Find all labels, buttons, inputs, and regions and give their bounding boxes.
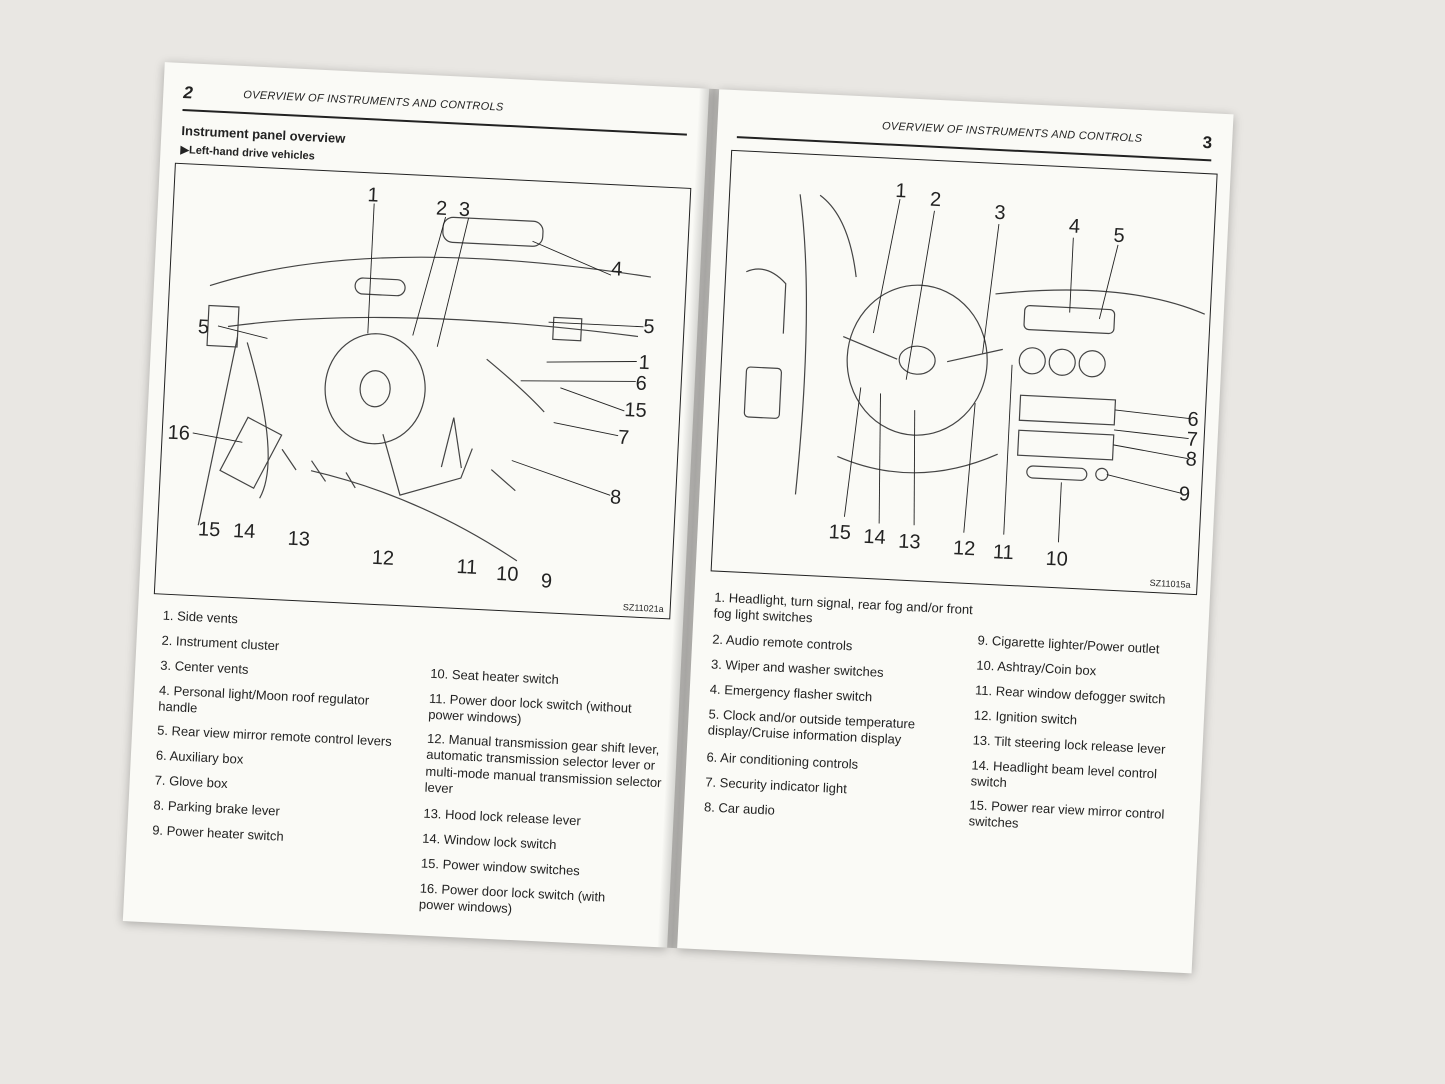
- caption-item: 4. Emergency flasher switch: [709, 681, 873, 705]
- caption-item: 2. Audio remote controls: [711, 631, 853, 654]
- diagram-lines-right: 1 2 3 4 5 6 7 8 9 15 14 13 12 11 10: [743, 180, 1205, 571]
- callout-1: 1: [367, 184, 379, 207]
- caption-item: 13. Hood lock release lever: [423, 805, 582, 829]
- callout-r14: 14: [863, 526, 886, 549]
- callout-6: 6: [635, 372, 647, 395]
- callout-r6: 6: [1187, 408, 1199, 431]
- callout-r10: 10: [1045, 548, 1068, 571]
- callout-r1: 1: [895, 180, 907, 203]
- callout-r13: 13: [898, 530, 921, 553]
- figure-reference-right: SZ11015a: [1149, 577, 1191, 590]
- callout-15b: 15: [198, 518, 221, 541]
- callout-r4: 4: [1068, 215, 1080, 238]
- instrument-panel-diagram-left: 1 2 3 4 5 5 1 6 15 7 8 16 15 14 13 12 11: [153, 162, 692, 620]
- callout-5: 5: [197, 316, 209, 339]
- callout-r12: 12: [952, 537, 975, 560]
- caption-item: 11. Rear window defogger switch: [974, 682, 1166, 707]
- caption-item: 7. Security indicator light: [704, 774, 848, 797]
- caption-item: 6. Air conditioning controls: [706, 749, 859, 772]
- running-head-title-left: OVERVIEW OF INSTRUMENTS AND CONTROLS: [243, 88, 504, 114]
- callout-r8: 8: [1185, 448, 1197, 471]
- callout-1b: 1: [638, 352, 650, 375]
- callout-16: 16: [167, 422, 190, 445]
- caption-item: 8. Parking brake lever: [153, 797, 281, 819]
- callout-r3: 3: [994, 202, 1006, 225]
- callout-r2: 2: [929, 189, 941, 212]
- diagram-lines-left: 1 2 3 4 5 5 1 6 15 7 8 16 15 14 13 12 11: [167, 184, 655, 593]
- callout-13: 13: [287, 528, 310, 551]
- section-subtitle: ▶Left-hand drive vehicles: [180, 143, 316, 163]
- caption-item: 3. Center vents: [159, 657, 249, 677]
- callout-12: 12: [371, 547, 394, 570]
- caption-item: 11. Power door lock switch (without powe…: [427, 690, 632, 727]
- caption-list-right-1: 1. Headlight, turn signal, rear fog and/…: [704, 590, 985, 818]
- caption-item: 16. Power door lock switch (with power w…: [418, 880, 606, 917]
- figure-reference-left: SZ11021a: [622, 602, 664, 615]
- caption-item: 8. Car audio: [703, 799, 776, 818]
- caption-item: 7. Glove box: [154, 772, 229, 792]
- caption-item: 14. Headlight beam level control switch: [970, 757, 1158, 791]
- caption-item: 14. Window lock switch: [421, 830, 557, 853]
- callout-5b: 5: [643, 316, 655, 339]
- callout-15: 15: [624, 399, 647, 422]
- callout-r9: 9: [1178, 483, 1190, 506]
- caption-item: 10. Ashtray/Coin box: [975, 657, 1097, 679]
- right-page: OVERVIEW OF INSTRUMENTS AND CONTROLS 3: [677, 89, 1234, 974]
- callout-r7: 7: [1186, 428, 1198, 451]
- callout-r11: 11: [992, 541, 1014, 564]
- caption-item: 13. Tilt steering lock release lever: [972, 732, 1166, 757]
- callout-11: 11: [456, 556, 478, 579]
- caption-item: 9. Cigarette lighter/Power outlet: [977, 632, 1160, 657]
- open-manual: 2 OVERVIEW OF INSTRUMENTS AND CONTROLS I…: [0, 55, 1234, 974]
- caption-item: 12. Ignition switch: [973, 707, 1078, 728]
- caption-list-left-2: 10. Seat heater switch 11. Power door lo…: [419, 666, 681, 917]
- page-number-right: 3: [1202, 132, 1213, 153]
- callout-10: 10: [496, 563, 519, 586]
- caption-item: 4. Personal light/Moon roof regulator ha…: [157, 682, 370, 716]
- caption-item: 15. Power window switches: [420, 855, 581, 879]
- callout-r5: 5: [1113, 225, 1125, 248]
- instrument-panel-diagram-right: 1 2 3 4 5 6 7 8 9 15 14 13 12 11 10 SZ: [710, 149, 1218, 596]
- caption-item: 6. Auxiliary box: [155, 747, 244, 767]
- callout-4: 4: [611, 258, 623, 281]
- callout-3: 3: [458, 199, 470, 222]
- page-number-left: 2: [182, 83, 194, 103]
- caption-item: 2. Instrument cluster: [161, 632, 280, 654]
- running-head-title-right: OVERVIEW OF INSTRUMENTS AND CONTROLS: [881, 120, 1143, 145]
- left-page: 2 OVERVIEW OF INSTRUMENTS AND CONTROLS I…: [122, 62, 710, 948]
- caption-item: 1. Side vents: [162, 607, 239, 627]
- caption-item: 9. Power heater switch: [151, 822, 285, 844]
- caption-list-right-2: 9. Cigarette lighter/Power outlet 10. As…: [968, 632, 1203, 830]
- callout-8: 8: [610, 486, 622, 509]
- caption-item: 1. Headlight, turn signal, rear fog and/…: [713, 589, 974, 626]
- callout-r15: 15: [828, 521, 851, 544]
- caption-item: 10. Seat heater switch: [429, 665, 560, 688]
- section-title: Instrument panel overview: [181, 122, 346, 146]
- caption-item: 15. Power rear view mirror control switc…: [968, 797, 1165, 831]
- caption-item: 5. Clock and/or outside temperature disp…: [707, 706, 916, 748]
- callout-7: 7: [617, 427, 629, 450]
- caption-item: 12. Manual transmission gear shift lever…: [424, 730, 662, 796]
- callout-9: 9: [540, 570, 552, 593]
- caption-item: 5. Rear view mirror remote control lever…: [156, 722, 393, 749]
- caption-item: 3. Wiper and washer switches: [710, 656, 884, 680]
- caption-list-left-1: 1. Side vents 2. Instrument cluster 3. C…: [152, 608, 433, 844]
- callout-2: 2: [435, 198, 447, 221]
- callout-14: 14: [232, 520, 255, 543]
